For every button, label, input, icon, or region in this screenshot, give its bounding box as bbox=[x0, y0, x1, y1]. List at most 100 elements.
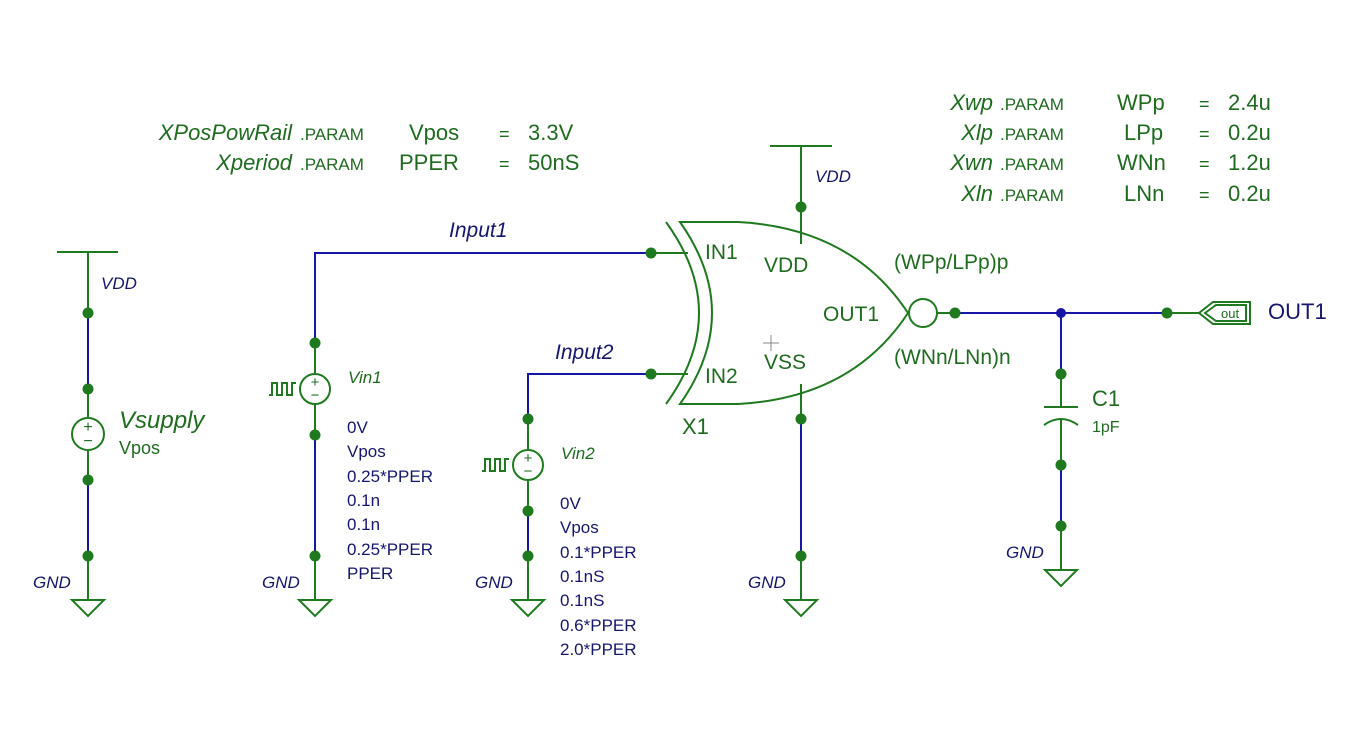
output-port-flag[interactable]: out bbox=[1197, 301, 1251, 325]
xnor-gate-x1[interactable]: VDD IN1 IN2 VDD VSS OUT1 X1 (WPp/LPp)p (… bbox=[651, 145, 1011, 439]
ground-symbol bbox=[296, 599, 334, 618]
param-name: WPp bbox=[1117, 90, 1165, 115]
pulse-param: 0.1n bbox=[347, 515, 380, 534]
param-row-pper[interactable]: Xperiod .PARAM PPER = 50nS bbox=[215, 150, 579, 175]
input2-net-label: Input2 bbox=[555, 341, 614, 364]
pin-dot bbox=[309, 550, 321, 562]
pin-label-in2: IN2 bbox=[705, 365, 738, 388]
pin-dot bbox=[949, 307, 961, 319]
param-keyword: .PARAM bbox=[1000, 125, 1064, 144]
pulse-voltage-source[interactable]: + − bbox=[482, 449, 544, 481]
gnd-net-label: GND bbox=[1006, 543, 1044, 562]
param-row-lpp[interactable]: Xlp .PARAM LPp = 0.2u bbox=[960, 120, 1271, 145]
param-instance: Xperiod bbox=[215, 150, 293, 175]
pin-dot bbox=[82, 383, 94, 395]
port-flag-shape bbox=[1197, 301, 1251, 325]
param-block-left: XPosPowRail .PARAM Vpos = 3.3V Xperiod .… bbox=[158, 120, 580, 175]
param-equals: = bbox=[499, 154, 510, 174]
pulse-param: 2.0*PPER bbox=[560, 640, 637, 659]
vsupply-label: Vsupply bbox=[119, 407, 206, 434]
vin2-parameter-list: 0V Vpos 0.1*PPER 0.1nS 0.1nS 0.6*PPER 2.… bbox=[560, 494, 637, 659]
pmos-size-label: (WPp/LPp)p bbox=[894, 251, 1008, 274]
pin-dot bbox=[82, 307, 94, 319]
param-instance: XPosPowRail bbox=[158, 120, 293, 145]
param-equals: = bbox=[1199, 124, 1210, 144]
output-branch: C1 1pF GND out OUT1 bbox=[955, 299, 1327, 588]
ground-symbol bbox=[782, 599, 820, 618]
dc-voltage-source[interactable]: + − bbox=[71, 417, 105, 451]
param-equals: = bbox=[1199, 185, 1210, 205]
nmos-size-label: (WNn/LNn)n bbox=[894, 346, 1011, 369]
param-block-right: Xwp .PARAM WPp = 2.4u Xlp .PARAM LPp = 0… bbox=[949, 90, 1271, 206]
capacitor-c1[interactable] bbox=[1043, 406, 1079, 426]
cap-value: 1pF bbox=[1092, 419, 1120, 436]
param-name: Vpos bbox=[409, 120, 459, 145]
pin-dot bbox=[1055, 368, 1067, 380]
vin2-label: Vin2 bbox=[561, 444, 595, 463]
pulse-param: 0.1nS bbox=[560, 567, 604, 586]
param-row-lnn[interactable]: Xln .PARAM LNn = 0.2u bbox=[960, 181, 1271, 206]
cap-plate-bottom bbox=[1043, 418, 1079, 426]
gnd-net-label: GND bbox=[33, 573, 71, 592]
pin-dot bbox=[645, 247, 657, 259]
pulse-param: 0.25*PPER bbox=[347, 467, 433, 486]
param-keyword: .PARAM bbox=[1000, 155, 1064, 174]
crosshair-cursor-icon bbox=[763, 335, 779, 351]
vin2-branch: Input2 + − Vin2 GND 0V Vpos 0.1*PPER 0.1… bbox=[475, 341, 651, 659]
param-keyword: .PARAM bbox=[1000, 95, 1064, 114]
gate-body-outline bbox=[678, 221, 910, 405]
vsupply-branch: VDD + − Vsupply Vpos GND bbox=[33, 251, 206, 618]
param-equals: = bbox=[1199, 154, 1210, 174]
param-value: 0.2u bbox=[1228, 120, 1271, 145]
param-value: 1.2u bbox=[1228, 150, 1271, 175]
wire-input2[interactable] bbox=[527, 373, 651, 419]
pin-dot bbox=[645, 368, 657, 380]
gnd-net-label: GND bbox=[262, 573, 300, 592]
pin-dot bbox=[82, 550, 94, 562]
vsupply-value: Vpos bbox=[119, 438, 160, 458]
pulse-param: 0V bbox=[560, 494, 581, 513]
gate-outer-input-arc bbox=[665, 221, 700, 405]
param-keyword: .PARAM bbox=[1000, 186, 1064, 205]
pulse-waveform-icon bbox=[482, 458, 509, 472]
wire-input1[interactable] bbox=[314, 252, 651, 343]
param-keyword: .PARAM bbox=[300, 155, 364, 174]
pin-dot bbox=[522, 413, 534, 425]
pin-dot bbox=[795, 413, 807, 425]
pin-dot bbox=[1055, 520, 1067, 532]
param-name: WNn bbox=[1117, 150, 1166, 175]
pulse-param: 0.1nS bbox=[560, 591, 604, 610]
param-keyword: .PARAM bbox=[300, 125, 364, 144]
param-equals: = bbox=[1199, 94, 1210, 114]
ground-symbol bbox=[509, 599, 547, 618]
pin-dot bbox=[82, 474, 94, 486]
pulse-param: 0.1*PPER bbox=[560, 543, 637, 562]
ground-symbol bbox=[1042, 569, 1080, 588]
param-value: 2.4u bbox=[1228, 90, 1271, 115]
param-row-wnn[interactable]: Xwn .PARAM WNn = 1.2u bbox=[949, 150, 1271, 175]
pin-dot bbox=[795, 550, 807, 562]
plus-icon: + bbox=[311, 374, 320, 391]
param-row-wpp[interactable]: Xwp .PARAM WPp = 2.4u bbox=[949, 90, 1271, 115]
vin1-parameter-list: 0V Vpos 0.25*PPER 0.1n 0.1n 0.25*PPER PP… bbox=[347, 418, 433, 583]
pin-dot bbox=[522, 550, 534, 562]
vin1-branch: Input1 + − Vin1 GND 0V Vpos 0.25*PPER 0.… bbox=[262, 219, 651, 618]
gnd-net-label: GND bbox=[748, 573, 786, 592]
pin-label-vss: VSS bbox=[764, 351, 806, 374]
port-flag-inner bbox=[1203, 304, 1247, 322]
pin-dot bbox=[309, 337, 321, 349]
param-row-vpos[interactable]: XPosPowRail .PARAM Vpos = 3.3V bbox=[158, 120, 574, 145]
plus-icon: + bbox=[83, 419, 92, 436]
pin-dots bbox=[82, 201, 1173, 562]
pulse-voltage-source[interactable]: + − bbox=[269, 373, 331, 405]
pin-dot bbox=[1055, 459, 1067, 471]
vdd-net-label: VDD bbox=[815, 167, 851, 186]
minus-icon: − bbox=[311, 387, 320, 404]
pin-label-out1: OUT1 bbox=[823, 303, 879, 326]
gnd-net-label: GND bbox=[475, 573, 513, 592]
vin1-label: Vin1 bbox=[348, 368, 382, 387]
plus-icon: + bbox=[524, 450, 533, 467]
pin-label-in1: IN1 bbox=[705, 241, 738, 264]
inversion-bubble bbox=[908, 298, 938, 328]
